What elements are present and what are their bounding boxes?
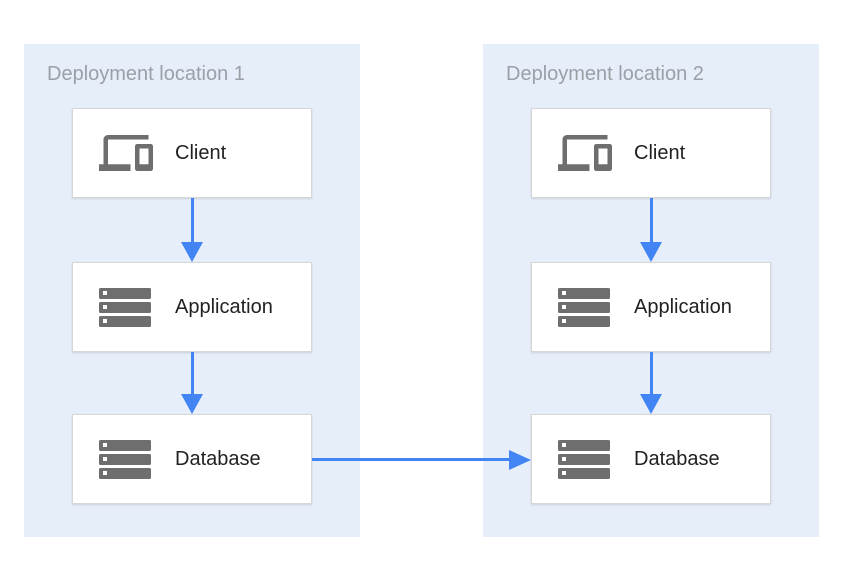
node-label: Application [634,295,732,318]
arrow-application-to-database-1 [181,352,203,414]
node-label: Client [634,141,686,164]
arrow-database1-to-database2 [312,449,531,470]
devices-icon [558,126,612,180]
server-icon [99,287,151,327]
deployment-location-2-panel: Deployment location 2 Client Application… [483,44,819,537]
server-icon [99,439,151,479]
node-client-2: Client [531,108,771,198]
node-database-2: Database [531,414,771,504]
node-label: Client [175,141,227,164]
node-application-1: Application [72,262,312,352]
arrow-client-to-application-2 [640,198,662,262]
devices-icon [99,126,153,180]
node-label: Database [175,447,261,470]
node-label: Database [634,447,720,470]
arrow-application-to-database-2 [640,352,662,414]
panel-title: Deployment location 1 [47,63,245,85]
server-icon [558,287,610,327]
deployment-location-1-panel: Deployment location 1 Client Application… [24,44,360,537]
node-application-2: Application [531,262,771,352]
node-client-1: Client [72,108,312,198]
node-database-1: Database [72,414,312,504]
arrow-client-to-application-1 [181,198,203,262]
panel-title: Deployment location 2 [506,63,704,85]
server-icon [558,439,610,479]
node-label: Application [175,295,273,318]
